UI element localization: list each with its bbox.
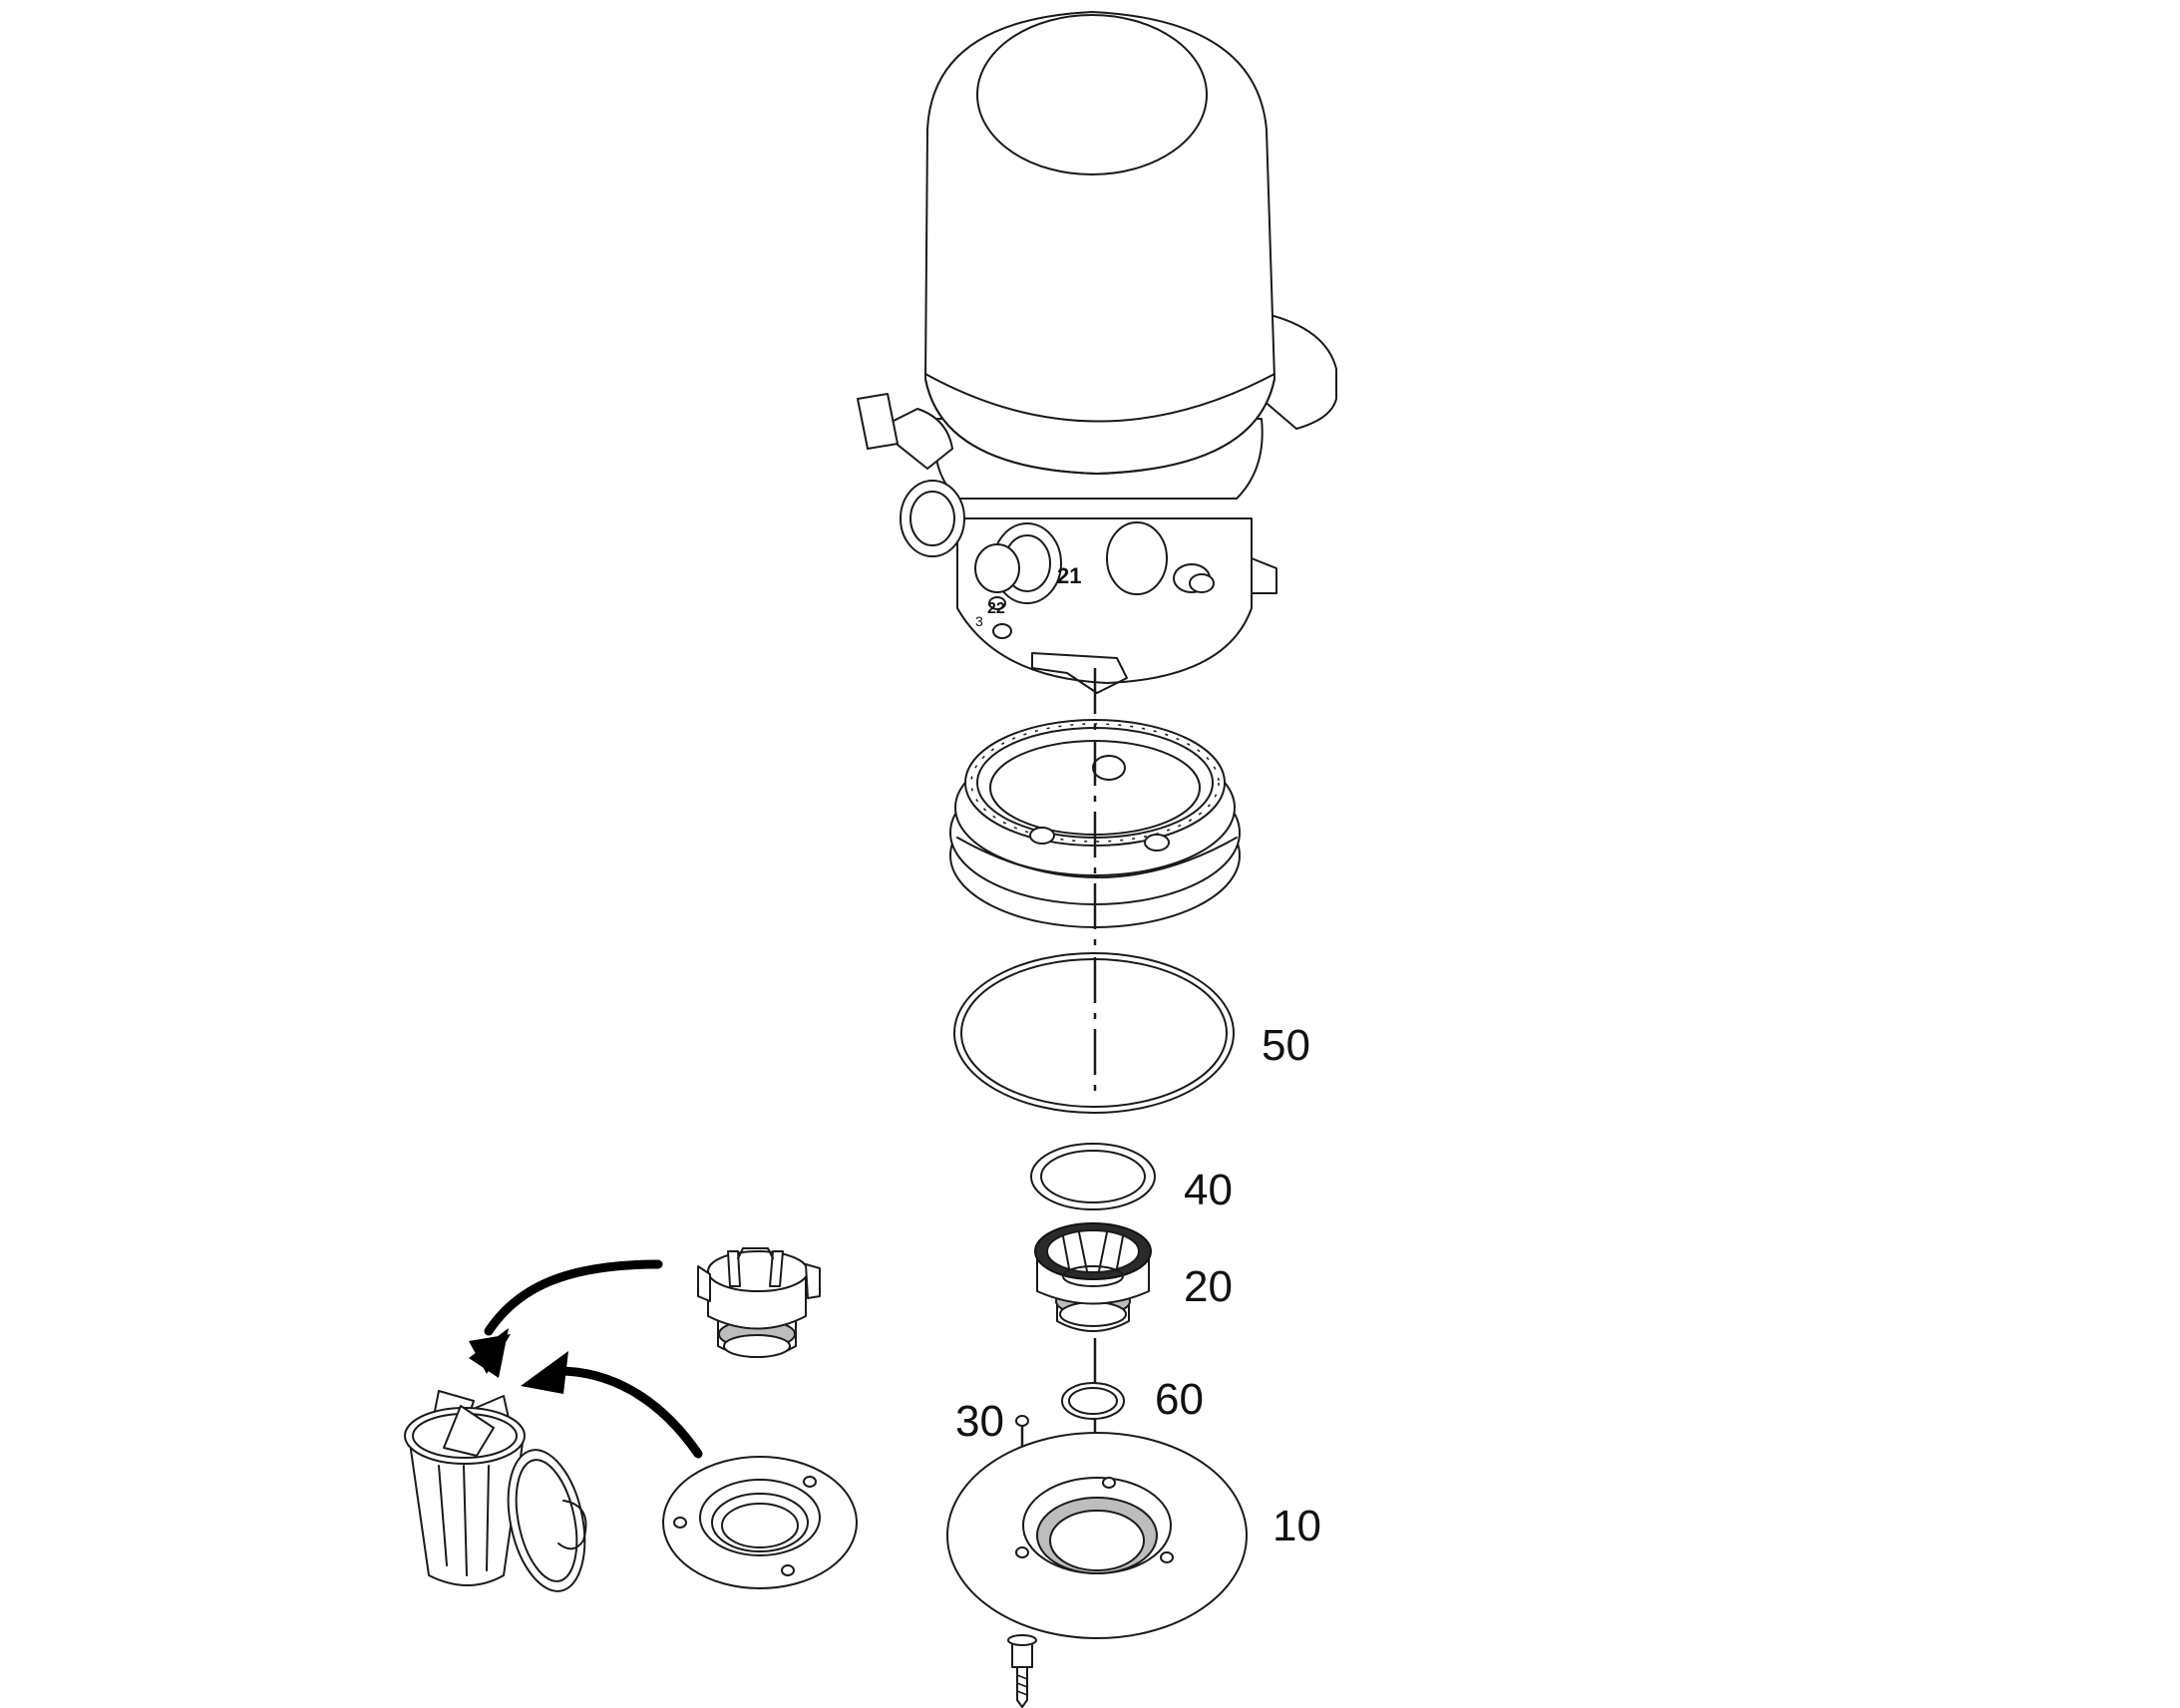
- port-mark-21: 21: [1057, 563, 1081, 588]
- port-mark-22: 22: [987, 600, 1005, 617]
- callout-40: 40: [1184, 1166, 1233, 1214]
- trash-can-icon: [404, 1390, 587, 1592]
- part-40-o-ring: [1030, 1143, 1156, 1210]
- disposal-arrow-upper: [469, 1259, 663, 1378]
- callout-30: 30: [955, 1397, 1004, 1446]
- callout-20: 20: [1184, 1262, 1233, 1311]
- part-30-screw: [1007, 1415, 1037, 1708]
- port-boss-left: [857, 393, 965, 557]
- callout-10: 10: [1272, 1502, 1321, 1550]
- removed-old-base-plate: [662, 1456, 858, 1589]
- air-dryer-unit: 21 22 3: [857, 11, 1337, 694]
- port-boss-center: [974, 522, 1062, 604]
- callout-60: 60: [1155, 1375, 1204, 1424]
- part-10-base-plate: [946, 1432, 1248, 1639]
- port-mark-3: 3: [975, 613, 983, 629]
- part-20-valve-insert: [1034, 1222, 1152, 1332]
- dryer-cartridge: [924, 11, 1275, 475]
- part-60-small-o-ring: [1061, 1382, 1125, 1420]
- port-boss-right: [1106, 521, 1215, 595]
- callout-50: 50: [1262, 1021, 1310, 1070]
- disposal-arrow-lower: [521, 1351, 703, 1459]
- removed-old-valve-insert: [697, 1247, 821, 1358]
- part-50-large-o-ring: [953, 952, 1235, 1114]
